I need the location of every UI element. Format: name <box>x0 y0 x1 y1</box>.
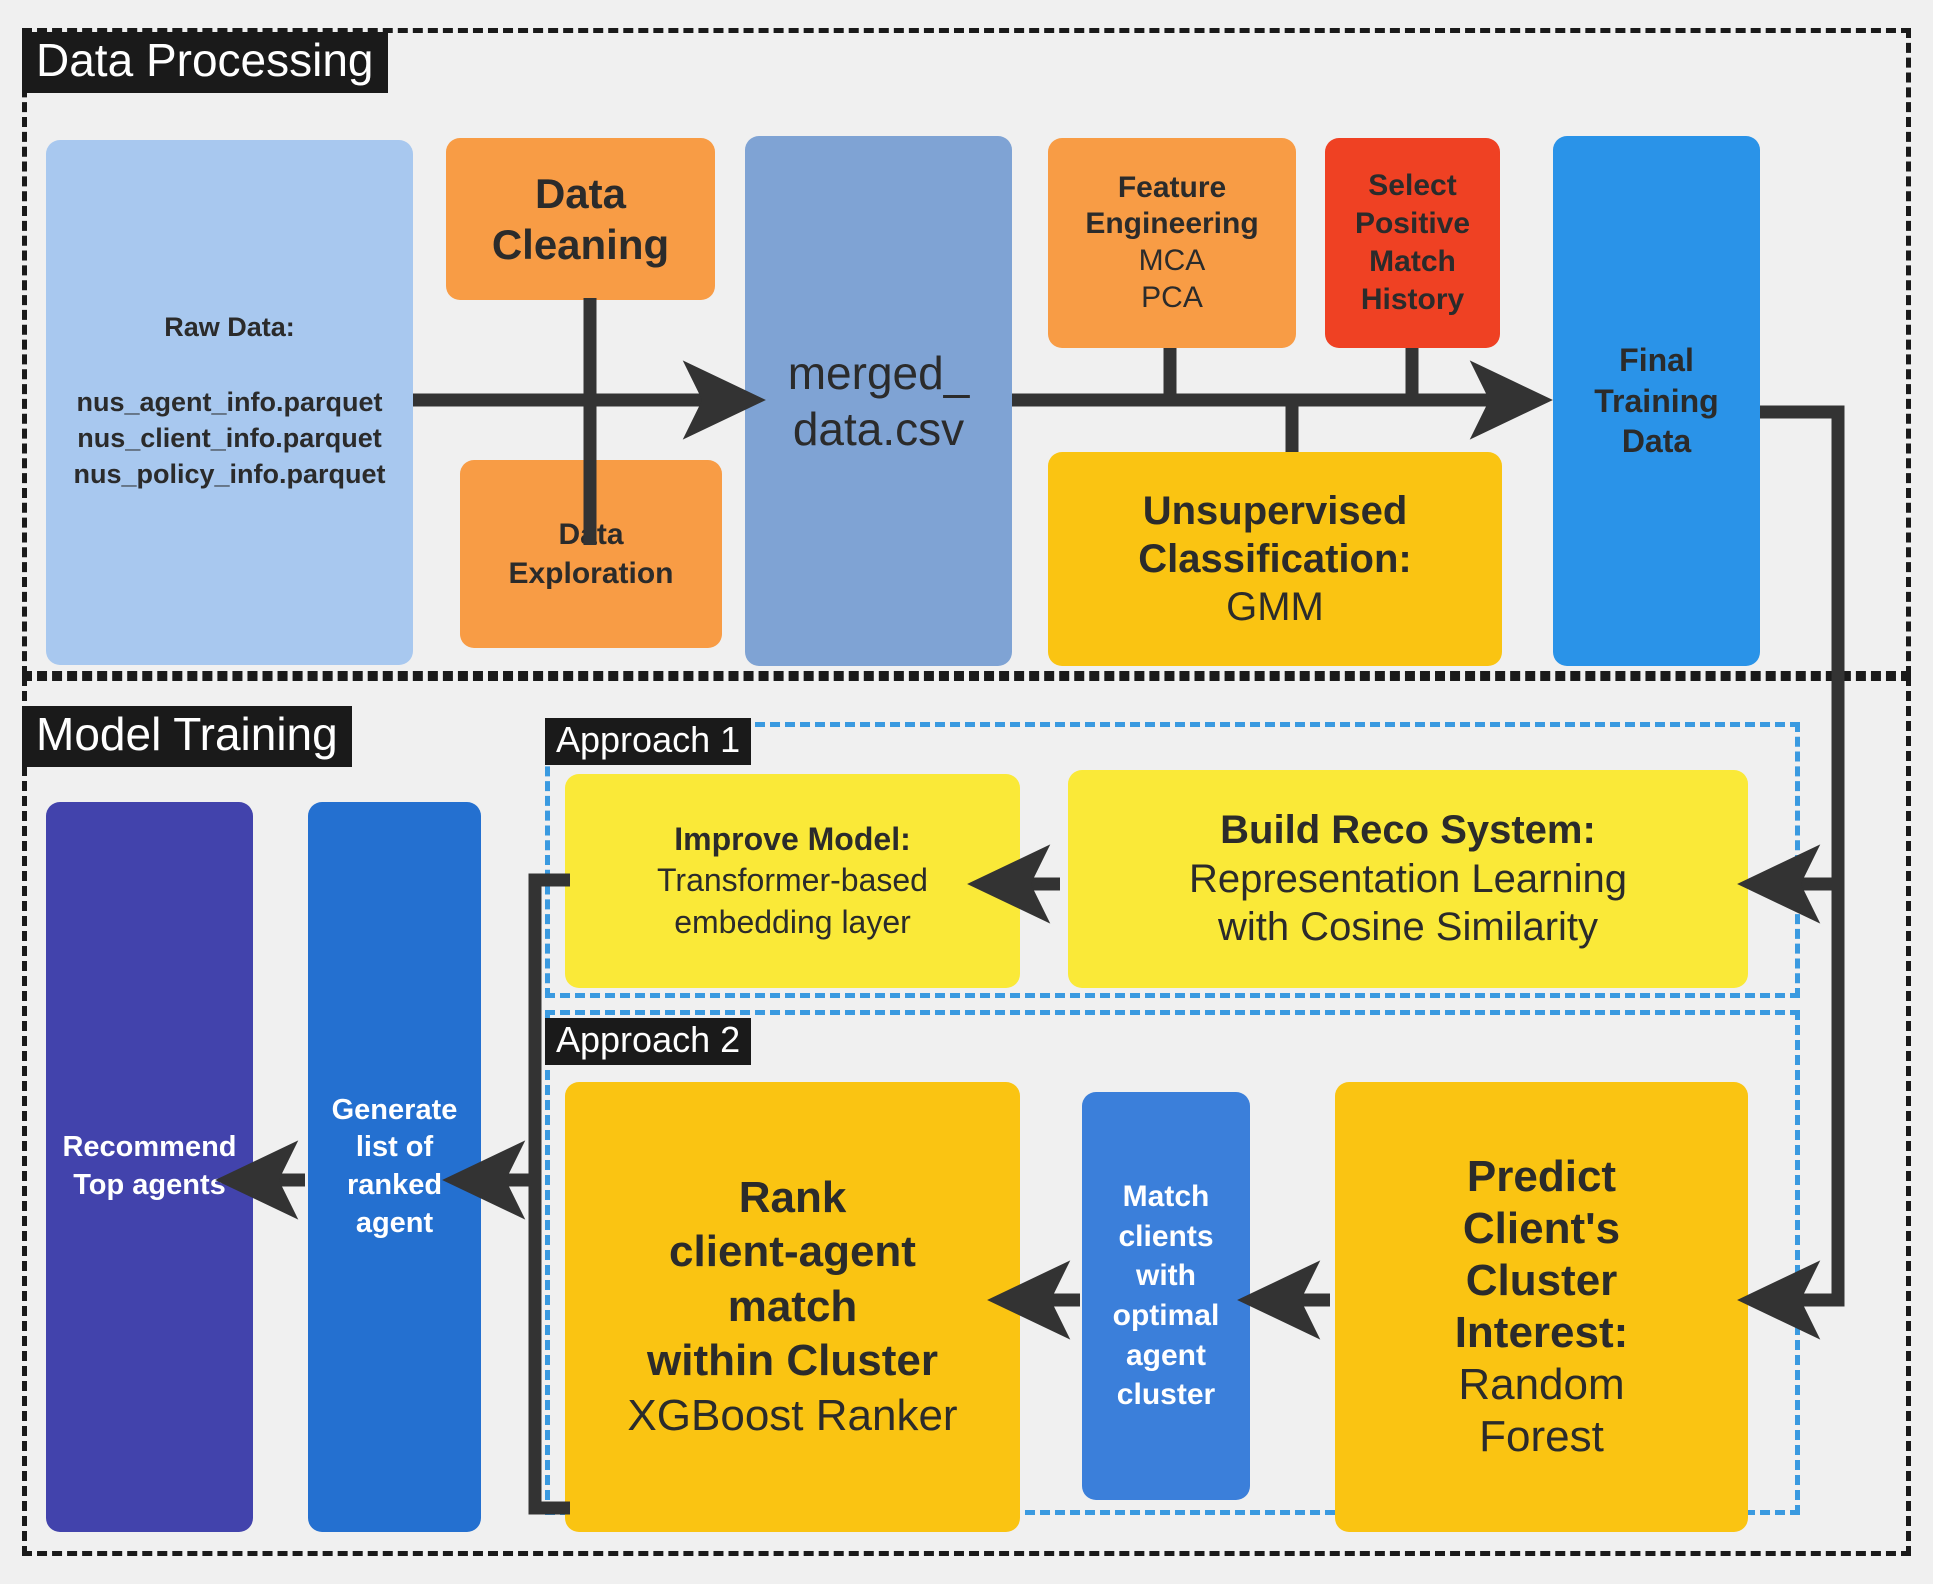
unsupervised-line-2: Classification: <box>1138 537 1412 581</box>
feature-engineering-line-1: Feature <box>1117 170 1227 204</box>
final-training-line-2: Training <box>1594 382 1719 419</box>
feature-engineering-line-4: PCA <box>1141 280 1203 314</box>
node-improve-model[interactable]: Improve Model: Transformer-based embeddi… <box>565 774 1020 988</box>
recommend-top-line-2: Top agents <box>73 1169 226 1201</box>
unsupervised-line-1: Unsupervised <box>1142 489 1408 533</box>
match-clients-line-1: Match <box>1122 1180 1210 1214</box>
final-training-line-3: Data <box>1621 423 1692 460</box>
rank-match-line-4: within Cluster <box>647 1336 938 1386</box>
predict-cluster-line-6: Forest <box>1479 1411 1604 1461</box>
build-reco-line-2: Representation Learning <box>1188 856 1628 901</box>
select-positive-line-4: History <box>1360 282 1465 316</box>
match-clients-line-5: agent <box>1125 1338 1206 1372</box>
merged-data-line-1: merged_ <box>787 346 970 399</box>
node-predict-client-cluster-interest[interactable]: Predict Client's Cluster Interest: Rando… <box>1335 1082 1748 1532</box>
generate-list-line-1: Generate <box>331 1093 458 1126</box>
raw-data-title: Raw Data: <box>164 312 295 343</box>
node-merged-data[interactable]: merged_ data.csv <box>745 136 1012 666</box>
rank-match-line-2: client-agent <box>669 1227 916 1277</box>
select-positive-line-3: Match <box>1369 245 1456 278</box>
node-data-exploration[interactable]: Data Exploration <box>460 460 722 648</box>
generate-list-line-4: agent <box>355 1206 434 1239</box>
node-unsupervised-classification[interactable]: Unsupervised Classification: GMM <box>1048 452 1502 666</box>
data-exploration-line-2: Exploration <box>508 557 674 590</box>
rank-match-line-3: match <box>727 1281 858 1331</box>
node-select-positive-match[interactable]: Select Positive Match History <box>1325 138 1500 348</box>
node-build-reco-system[interactable]: Build Reco System: Representation Learni… <box>1068 770 1748 988</box>
improve-model-line-1: Improve Model: <box>674 820 911 857</box>
feature-engineering-line-3: MCA <box>1138 244 1206 277</box>
match-clients-line-3: with <box>1136 1259 1196 1293</box>
node-final-training-data[interactable]: Final Training Data <box>1553 136 1760 666</box>
predict-cluster-line-5: Random <box>1458 1359 1625 1409</box>
node-rank-client-agent-match[interactable]: Rank client-agent match within Cluster X… <box>565 1082 1020 1532</box>
predict-cluster-line-1: Predict <box>1466 1152 1617 1202</box>
section-label-model-training: Model Training <box>22 706 352 767</box>
match-clients-line-2: clients <box>1118 1219 1214 1253</box>
match-clients-line-6: cluster <box>1116 1378 1216 1412</box>
recommend-top-line-1: Recommend <box>62 1131 237 1164</box>
section-label-approach-1: Approach 1 <box>545 718 752 766</box>
unsupervised-line-3: GMM <box>1226 585 1324 629</box>
improve-model-line-3: embedding layer <box>674 903 911 940</box>
select-positive-line-1: Select <box>1368 169 1457 203</box>
node-match-clients-cluster[interactable]: Match clients with optimal agent cluster <box>1082 1092 1250 1500</box>
raw-data-file-1: nus_agent_info.parquet <box>76 387 383 418</box>
section-label-approach-2: Approach 2 <box>545 1018 752 1066</box>
model-training-section-border <box>22 676 1911 1556</box>
predict-cluster-line-3: Cluster <box>1465 1256 1618 1306</box>
rank-match-line-5: XGBoost Ranker <box>627 1390 958 1440</box>
raw-data-file-3: nus_policy_info.parquet <box>73 458 386 489</box>
node-feature-engineering[interactable]: Feature Engineering MCA PCA <box>1048 138 1296 348</box>
feature-engineering-line-2: Engineering <box>1085 207 1259 241</box>
improve-model-line-2: Transformer-based <box>657 862 928 899</box>
generate-list-line-3: ranked <box>346 1169 443 1201</box>
node-data-cleaning[interactable]: Data Cleaning <box>446 138 715 300</box>
raw-data-file-2: nus_client_info.parquet <box>77 423 382 454</box>
build-reco-line-1: Build Reco System: <box>1220 807 1596 852</box>
data-cleaning-line-2: Cleaning <box>491 221 670 268</box>
merged-data-line-2: data.csv <box>792 403 965 455</box>
build-reco-line-3: with Cosine Similarity <box>1217 905 1599 950</box>
generate-list-line-2: list of <box>355 1131 434 1164</box>
predict-cluster-line-2: Client's <box>1462 1204 1621 1254</box>
data-cleaning-line-1: Data <box>534 169 627 217</box>
node-generate-ranked-list[interactable]: Generate list of ranked agent <box>308 802 481 1532</box>
rank-match-line-1: Rank <box>738 1172 847 1222</box>
section-label-data-processing: Data Processing <box>22 32 388 93</box>
node-raw-data[interactable]: Raw Data: nus_agent_info.parquet nus_cli… <box>46 140 413 665</box>
data-processing-section-border <box>22 28 1911 676</box>
final-training-line-1: Final <box>1619 341 1694 378</box>
select-positive-line-2: Positive <box>1354 207 1471 241</box>
match-clients-line-4: optimal <box>1112 1299 1220 1332</box>
predict-cluster-line-4: Interest: <box>1454 1308 1629 1357</box>
data-exploration-line-1: Data <box>558 518 624 551</box>
node-recommend-top-agents[interactable]: Recommend Top agents <box>46 802 253 1532</box>
